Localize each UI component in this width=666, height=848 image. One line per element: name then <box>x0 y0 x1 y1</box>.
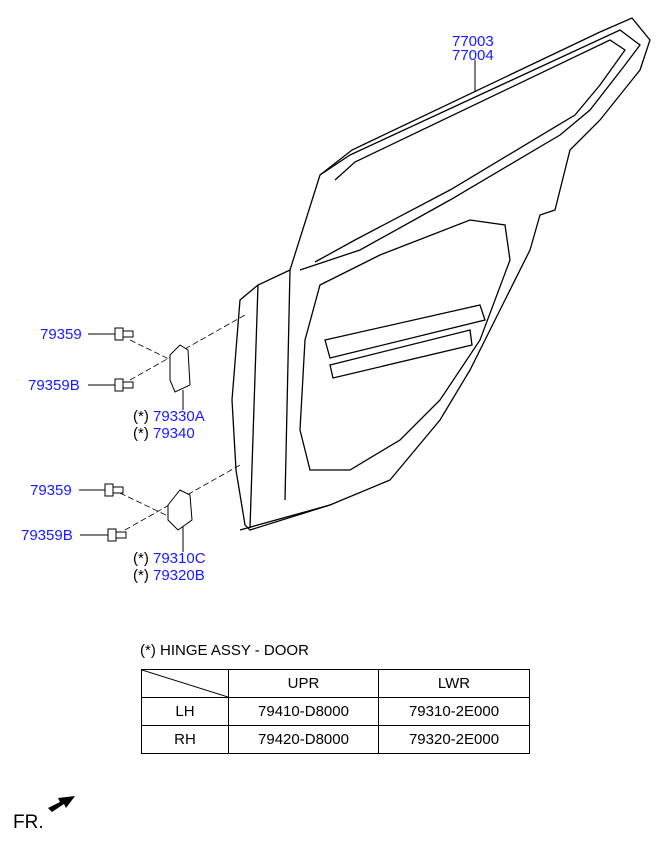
lower-hinge-icon <box>167 489 193 531</box>
callout-79359-upper[interactable]: 79359 <box>40 326 82 343</box>
header-lwr: LWR <box>378 669 530 698</box>
callout-79359b-lower[interactable]: 79359B <box>21 527 73 544</box>
asterisk-note: (*) <box>133 567 149 584</box>
diagonal-line <box>142 670 228 697</box>
callout-79359b-upper[interactable]: 79359B <box>28 377 80 394</box>
front-arrow-icon <box>48 796 75 812</box>
bolt-icon <box>114 378 124 392</box>
bolt-icon <box>104 483 114 497</box>
side-cell: LH <box>141 697 229 726</box>
upr-cell: 79420-D8000 <box>228 725 379 754</box>
lwr-cell: 79310-2E000 <box>378 697 530 726</box>
side-cell: RH <box>141 725 229 754</box>
header-upr: UPR <box>228 669 379 698</box>
hinge-table: UPR LWR LH 79410-D8000 79310-2E000 RH 79… <box>141 669 530 754</box>
asterisk-note: (*) <box>133 425 149 442</box>
upr-cell: 79410-D8000 <box>228 697 379 726</box>
callout-77003[interactable]: 77003 <box>452 33 494 50</box>
hinge-table-title: (*) HINGE ASSY - DOOR <box>140 642 309 659</box>
front-direction-label: FR. <box>13 812 44 833</box>
lwr-cell: 79320-2E000 <box>378 725 530 754</box>
part-number[interactable]: 79310C <box>153 550 206 567</box>
upper-hinge-icon <box>169 344 191 393</box>
callout-77004[interactable]: 77004 <box>452 47 494 64</box>
bolt-icon <box>114 327 124 341</box>
callout-79310c[interactable]: (*) 79310C <box>133 550 206 567</box>
part-number[interactable]: 79330A <box>153 408 205 425</box>
table-row: RH 79420-D8000 79320-2E000 <box>141 725 530 754</box>
callout-79359-lower[interactable]: 79359 <box>30 482 72 499</box>
corner-cell <box>141 669 229 698</box>
part-number[interactable]: 79340 <box>153 425 195 442</box>
callout-79330a[interactable]: (*) 79330A <box>133 408 205 425</box>
bolt-icon <box>107 528 117 542</box>
callout-79320b[interactable]: (*) 79320B <box>133 567 205 584</box>
part-number[interactable]: 79320B <box>153 567 205 584</box>
callout-79340[interactable]: (*) 79340 <box>133 425 195 442</box>
table-header-row: UPR LWR <box>141 669 530 698</box>
asterisk-note: (*) <box>133 550 149 567</box>
asterisk-note: (*) <box>133 408 149 425</box>
table-row: LH 79410-D8000 79310-2E000 <box>141 697 530 726</box>
door-outline <box>231 17 651 531</box>
